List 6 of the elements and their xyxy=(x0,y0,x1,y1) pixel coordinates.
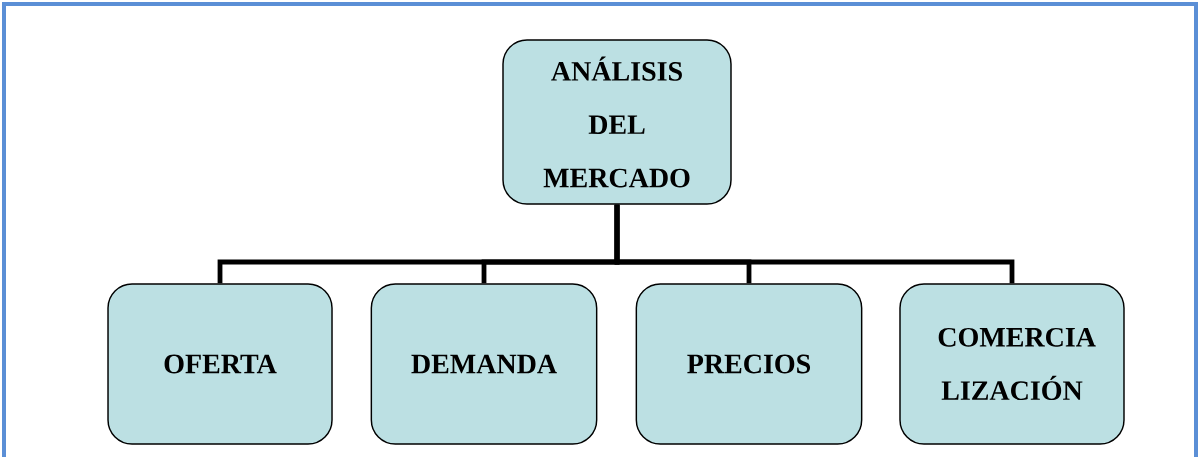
rounded-box: DEMANDA xyxy=(370,283,598,445)
rounded-box: ANÁLISIS DEL MERCADO xyxy=(502,39,732,205)
rounded-box: PRECIOS xyxy=(635,283,863,445)
rounded-box: COMERCIA LIZACIÓN xyxy=(899,283,1125,445)
rounded-box: OFERTA xyxy=(107,283,333,445)
connector-line xyxy=(614,204,1015,284)
